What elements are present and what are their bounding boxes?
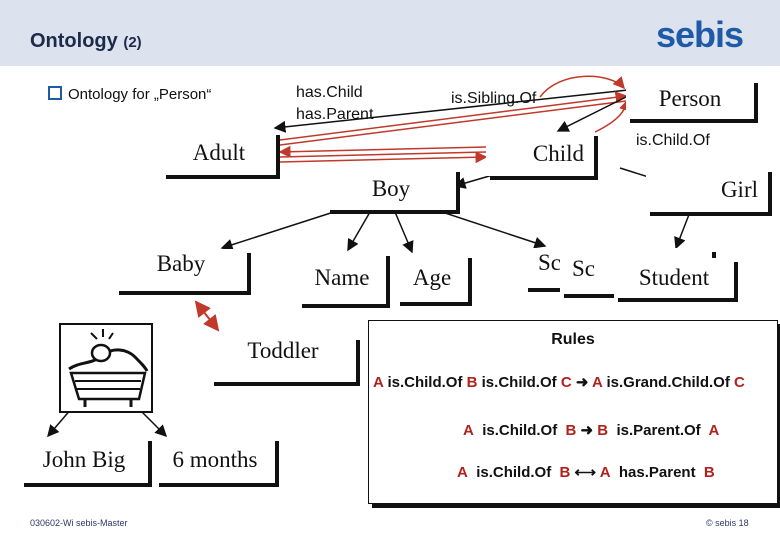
edge-person-child [556, 95, 629, 132]
node-boy: Boy [326, 168, 456, 210]
label-has-child: has.Child [296, 84, 363, 101]
edge-boy-age [394, 211, 414, 254]
edge-adult-child-red-3 [279, 151, 488, 164]
rule-3: A is.Child.Of B ⟷ A has.Parent B [457, 464, 715, 481]
label-is-sibling-of: is.Sibling.Of [451, 90, 537, 107]
edge-girl-school [674, 211, 691, 250]
rules-title: Rules [551, 331, 595, 348]
label-has-parent: has.Parent [296, 106, 374, 123]
edge-boy-name [347, 211, 371, 252]
edge-has-child-red [279, 91, 628, 141]
node-baby: Baby [115, 249, 247, 291]
double-arrow-icon: ⟷ [574, 464, 597, 481]
baby-in-crib-picture [59, 323, 153, 413]
footer-left: 030602-Wi sebis-Master [30, 518, 128, 528]
right-arrow-icon: ➜ [575, 374, 589, 391]
node-name: Name [298, 252, 386, 304]
edge-adult-child-red-2 [279, 151, 487, 158]
edge-adult-child-red-1 [278, 145, 487, 158]
page-title: Ontology (2) [30, 30, 142, 53]
edge-baby-toddler [194, 300, 220, 332]
node-girl: Girl [646, 168, 768, 212]
node-student: Student [614, 258, 734, 298]
edge-boy-baby [220, 209, 341, 251]
baby-crib-icon [68, 329, 149, 407]
square-bullet-icon [48, 86, 62, 100]
rule-1: A is.Child.Of B is.Child.Of C ➜ A is.Gra… [373, 374, 745, 391]
title-suffix: (2) [123, 34, 142, 51]
rule-2: A is.Child.Of B ➜ B is.Parent.Of A [463, 422, 720, 439]
footer-right: © sebis 18 [706, 518, 749, 528]
rules-box: Rules A is.Child.Of B is.Child.Of C ➜ A … [368, 320, 778, 504]
label-is-child-of: is.Child.Of [636, 132, 710, 149]
right-arrow-icon: ➜ [580, 422, 594, 439]
node-age: Age [396, 254, 468, 302]
node-person: Person [626, 79, 754, 119]
title-text: Ontology [30, 30, 118, 52]
edge-boy-school [429, 207, 547, 249]
sebis-logo: sebis [656, 14, 744, 55]
node-adult: Adult [162, 131, 276, 175]
edge-person-adult [273, 89, 629, 133]
edge-sibling-loop [539, 75, 625, 98]
node-john-big: John Big [20, 437, 148, 483]
edge-has-parent-red [279, 100, 627, 146]
node-six-months: 6 months [155, 437, 275, 483]
bullet-item: Ontology for „Person“ [48, 86, 211, 103]
node-toddler: Toddler [210, 336, 356, 382]
bullet-text: Ontology for „Person“ [68, 86, 212, 103]
header-band [0, 0, 780, 66]
node-child: Child [486, 132, 594, 176]
